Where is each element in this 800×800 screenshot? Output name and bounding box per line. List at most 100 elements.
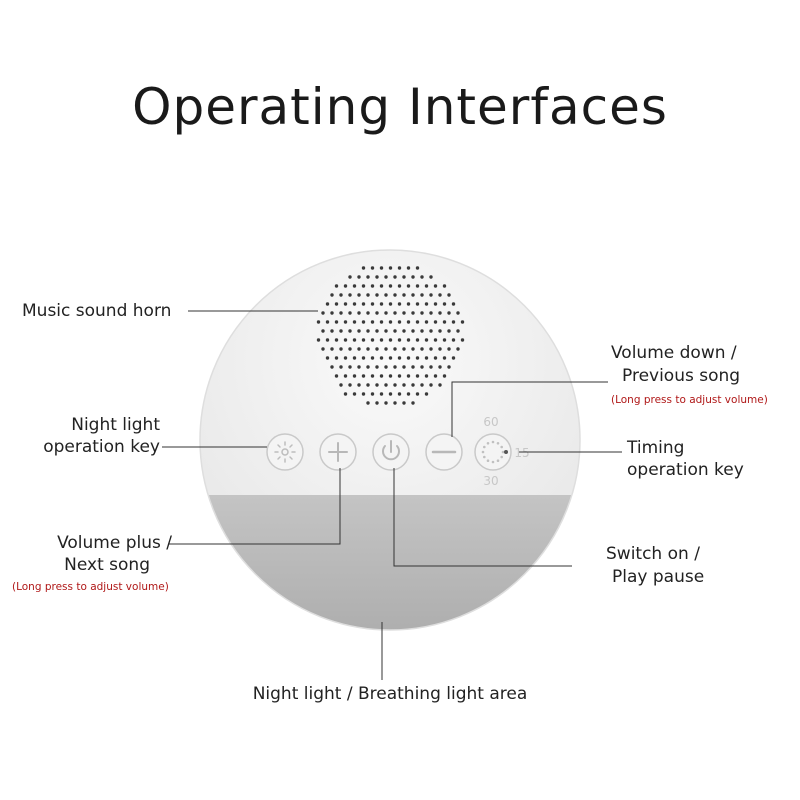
grille-hole <box>330 329 334 333</box>
grille-hole <box>366 347 370 351</box>
grille-hole <box>415 392 420 396</box>
grille-hole <box>357 275 361 279</box>
label-volume-plus-line1: Volume plus / <box>57 533 172 553</box>
grille-hole <box>411 293 415 297</box>
grille-hole <box>348 347 352 351</box>
grille-hole <box>384 275 388 279</box>
grille-hole <box>339 383 343 387</box>
volume-plus-button[interactable] <box>319 433 357 471</box>
grille-hole <box>325 338 330 342</box>
night-light-area <box>200 495 580 630</box>
grille-hole <box>460 338 465 342</box>
grille-hole <box>429 365 433 369</box>
power-icon <box>382 440 400 461</box>
grille-hole <box>343 392 348 396</box>
grille-hole <box>343 338 348 342</box>
grille-hole <box>379 284 384 288</box>
grille-hole <box>442 374 447 378</box>
grille-hole <box>330 365 334 369</box>
grille-hole <box>375 383 379 387</box>
grille-hole <box>352 320 357 324</box>
grille-hole <box>352 284 357 288</box>
grille-hole <box>325 320 330 324</box>
grille-hole <box>379 374 384 378</box>
grille-hole <box>343 320 348 324</box>
grille-hole <box>406 338 411 342</box>
grille-hole <box>460 320 465 324</box>
note-volume-down: (Long press to adjust volume) <box>611 394 768 406</box>
grille-hole <box>429 293 433 297</box>
grille-hole <box>438 365 442 369</box>
grille-hole <box>339 311 343 315</box>
grille-hole <box>406 302 411 306</box>
grille-hole <box>402 365 406 369</box>
grille-hole <box>429 347 433 351</box>
volume-down-button[interactable] <box>425 433 463 471</box>
grille-hole <box>343 374 348 378</box>
grille-hole <box>330 293 334 297</box>
grille-hole <box>370 266 375 270</box>
timer-dial[interactable] <box>474 433 512 471</box>
grille-hole <box>330 311 334 315</box>
grille-hole <box>357 293 361 297</box>
grille-hole <box>348 383 352 387</box>
timer-mark-60: 60 <box>483 415 498 429</box>
callout-volume-down <box>451 381 608 437</box>
timer-dot <box>500 445 504 449</box>
grille-hole <box>397 320 402 324</box>
grille-hole <box>402 401 406 405</box>
grille-hole <box>420 383 424 387</box>
grille-hole <box>438 383 442 387</box>
label-volume-plus-line2: Next song <box>64 555 150 575</box>
grille-hole <box>393 347 397 351</box>
grille-hole <box>370 374 375 378</box>
grille-hole <box>415 374 420 378</box>
grille-hole <box>456 311 460 315</box>
grille-hole <box>316 338 321 342</box>
label-night-light-key-line2: operation key <box>43 437 160 457</box>
grille-hole <box>384 293 388 297</box>
timer-dot <box>491 440 495 444</box>
grille-hole <box>420 275 424 279</box>
grille-hole <box>433 356 438 360</box>
grille-hole <box>433 320 438 324</box>
grille-hole <box>397 356 402 360</box>
grille-hole <box>438 329 442 333</box>
grille-hole <box>447 329 451 333</box>
grille-hole <box>402 293 406 297</box>
grille-hole <box>334 284 339 288</box>
timer-mark-30: 30 <box>483 474 498 488</box>
callout-lines <box>162 310 622 680</box>
grille-hole <box>451 320 456 324</box>
grille-hole <box>375 293 379 297</box>
grille-hole <box>397 284 402 288</box>
timer-dot <box>496 442 500 445</box>
timer-dot <box>486 459 490 463</box>
label-volume-down-line1: Volume down / <box>611 343 737 363</box>
grille-hole <box>420 365 424 369</box>
grille-hole <box>402 347 406 351</box>
grille-hole <box>402 311 406 315</box>
grille-hole <box>375 275 379 279</box>
power-button[interactable] <box>372 433 410 471</box>
grille-hole <box>424 356 429 360</box>
grille-hole <box>429 329 433 333</box>
grille-hole <box>388 302 393 306</box>
night-light-icon <box>274 441 296 463</box>
grille-hole <box>442 338 447 342</box>
grille-hole <box>357 347 361 351</box>
grille-hole <box>402 329 406 333</box>
grille-hole <box>384 401 388 405</box>
grille-hole <box>370 338 375 342</box>
grille-hole <box>411 383 415 387</box>
grille-hole <box>352 356 357 360</box>
grille-hole <box>357 311 361 315</box>
grille-hole <box>384 311 388 315</box>
grille-hole <box>420 347 424 351</box>
timer-dot <box>500 455 504 459</box>
grille-hole <box>451 356 456 360</box>
label-night-light-key-line1: Night light <box>71 415 160 435</box>
grille-hole <box>343 356 348 360</box>
night-light-button[interactable] <box>266 433 304 471</box>
grille-hole <box>438 347 442 351</box>
